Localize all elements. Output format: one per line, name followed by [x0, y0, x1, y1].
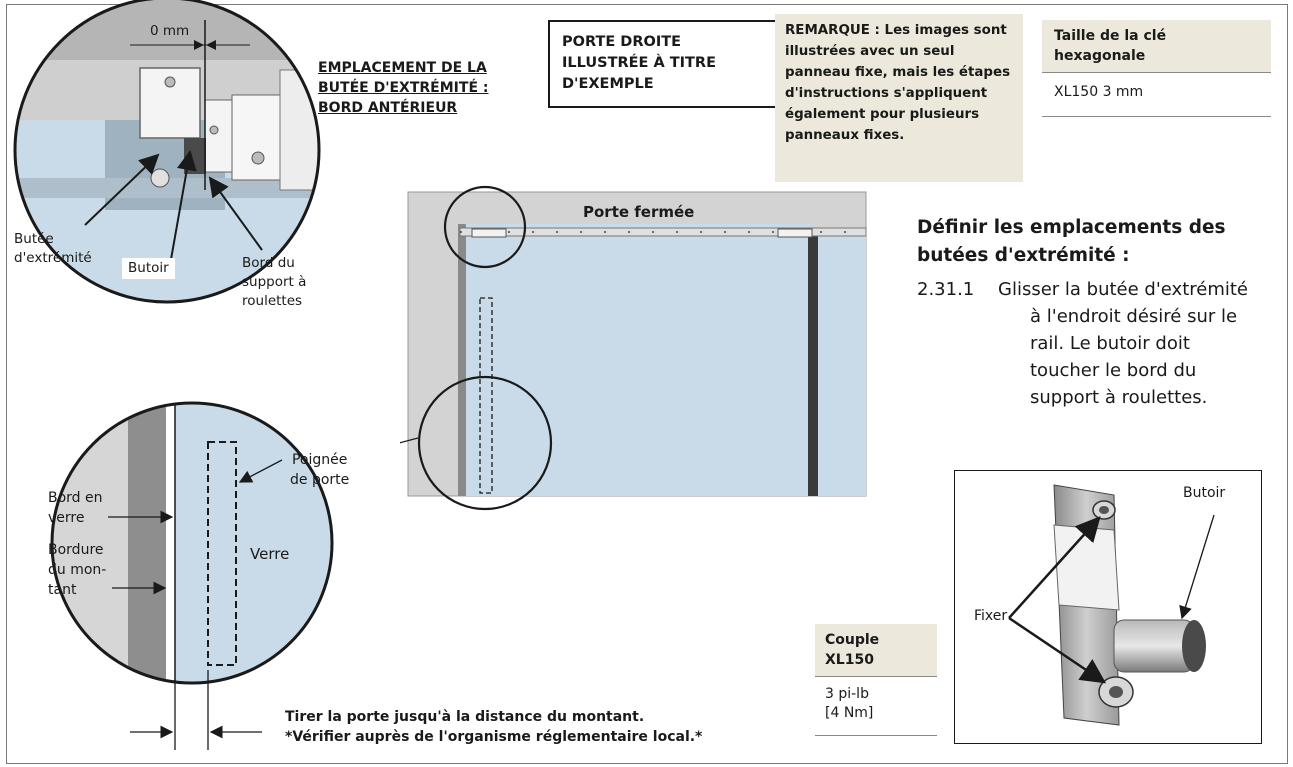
- glass-edge-label: Bord en verre: [48, 490, 103, 526]
- pull-door-caption: Tirer la porte jusqu'à la distance du mo…: [285, 709, 703, 745]
- note-box: REMARQUE : Les images sont illustrées av…: [775, 14, 1023, 182]
- end-stop-part-frame: [954, 470, 1262, 744]
- part-bumper-label: Butoir: [1183, 485, 1226, 501]
- jamb-edge-label: Bordure du mon- tant: [48, 542, 107, 598]
- end-stop-location-heading: EMPLACEMENT DE LA BUTÉE D'EXTRÉMITÉ : BO…: [318, 60, 489, 116]
- closed-door-caption: Porte fermée: [583, 203, 695, 221]
- step-number: 2.31.1: [917, 279, 975, 300]
- closed-door-illustration: [400, 185, 867, 511]
- end-stop-part-illustration: [1008, 484, 1215, 726]
- dimension-label: 0 mm: [150, 23, 190, 39]
- glass-label: Verre: [250, 545, 290, 563]
- hex-key-spec: Taille de la clé hexagonale XL150 3 mm: [1042, 20, 1271, 117]
- example-door-title-box: PORTE DROITE ILLUSTRÉE À TITRE D'EXEMPLE: [548, 20, 779, 108]
- door-handle-label: Poignée de porte: [290, 452, 350, 488]
- instructions-title: Définir les emplacements des butées d'ex…: [917, 217, 1226, 266]
- jamb-gap-detail-illustration: [50, 401, 334, 750]
- step-text: Glisser la butée d'extrémité à l'endroit…: [998, 279, 1249, 408]
- end-stop-detail-illustration: [13, 0, 321, 304]
- end-stop-label: Butée d'extrémité: [14, 231, 92, 266]
- bumper-label: Butoir: [122, 258, 175, 279]
- roller-edge-label: Bord du support à roulettes: [242, 255, 307, 309]
- fasten-label: Fixer: [974, 608, 1008, 624]
- page-frame: [6, 4, 1288, 764]
- torque-spec: Couple XL150 3 pi-lb [4 Nm]: [815, 624, 937, 736]
